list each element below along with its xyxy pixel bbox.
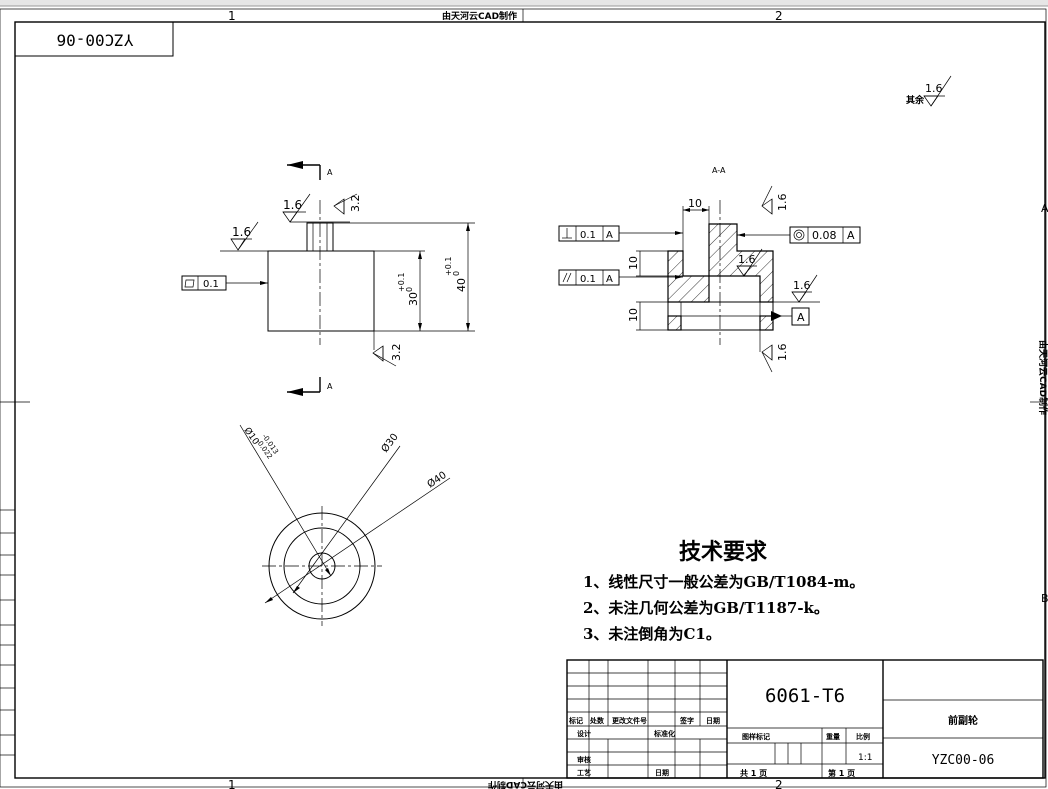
tech-req-2: 2、未注几何公差为GB/T1187-k。 — [583, 599, 829, 617]
watermark-top: 由天河云CAD制作 — [442, 10, 517, 22]
dim-10-left-upper: 10 — [627, 256, 640, 270]
zone-col-2-bottom: 2 — [775, 778, 783, 789]
section-title: A-A — [712, 166, 726, 175]
tb-part-name: 前副轮 — [948, 714, 978, 727]
outer-frame — [0, 8, 1047, 788]
parallelism-icon — [562, 272, 568, 283]
general-roughness: 其余 1.6 — [906, 75, 952, 107]
top-bar — [0, 0, 1048, 6]
general-roughness-label: 其余 — [906, 94, 925, 106]
perpendicularity-frame — [558, 225, 620, 242]
tb-designer: 设计 — [577, 729, 591, 738]
dim-30-tol-lo: 0 — [405, 287, 414, 292]
parallelism-datum: A — [606, 274, 613, 285]
tb-scale: 1:1 — [858, 753, 872, 763]
concentricity-icon — [793, 229, 805, 241]
tb-h-mark: 标记 — [568, 716, 583, 725]
dim-30: 30 — [407, 292, 420, 306]
tech-title: 技术要求 — [679, 539, 767, 565]
roughness-front-top-32: 3.2 — [349, 195, 362, 213]
perpendicularity-value: 0.1 — [580, 230, 596, 241]
tech-req-3: 3、未注倒角为C1。 — [583, 625, 721, 643]
drawing-number-box: YZC00-06 — [14, 21, 174, 57]
roughness-front-left: 1.6 — [232, 225, 251, 239]
dim-10-left-lower: 10 — [627, 308, 640, 322]
zone-col-1-top: 1 — [228, 9, 236, 23]
left-margin-table — [0, 509, 15, 756]
flatness-icon — [184, 279, 195, 288]
section-hatch-left — [667, 250, 710, 303]
parallelism-frame — [558, 269, 620, 286]
watermark-right: 由天河云CAD制作 — [1037, 340, 1048, 415]
technical-requirements: 技术要求 1、线性尺寸一般公差为GB/T1084-m。 2、未注几何公差为GB/… — [583, 539, 864, 643]
perpendicularity-datum: A — [606, 230, 613, 241]
datum-a-label: A — [797, 311, 805, 324]
flatness-value: 0.1 — [203, 279, 219, 290]
dim-10-top: 10 — [688, 197, 702, 210]
tb-standardize: 标准化 — [653, 729, 675, 738]
tb-h-date: 日期 — [706, 716, 720, 725]
tb-total-sheets: 共 1 页 — [740, 768, 767, 778]
section-view: A-A 10 10 10 0.1 A — [558, 166, 861, 373]
roughness-front-top: 1.6 — [283, 198, 302, 212]
tb-stage-label: 图样标记 — [742, 732, 770, 741]
tb-scale-label: 比例 — [856, 732, 870, 741]
parallelism-value: 0.1 — [580, 274, 596, 285]
section-hatch-bottom-left — [667, 315, 682, 331]
tb-weight-label: 重量 — [826, 732, 840, 741]
roughness-section-bottom: 1.6 — [776, 344, 789, 362]
dim-40-tol-up: +0.1 — [444, 257, 453, 276]
tb-h-sign: 签字 — [679, 716, 694, 725]
tb-craft: 工艺 — [577, 768, 591, 777]
concentricity-datum: A — [847, 229, 855, 242]
tb-material: 6061-T6 — [765, 685, 845, 707]
dim-40: 40 — [455, 278, 468, 292]
zone-row-a: A — [1041, 202, 1048, 215]
top-view: Ø10 -0.013 -0.022 Ø30 Ø40 — [239, 424, 451, 626]
datum-a-box — [791, 307, 810, 326]
tb-h-doc: 更改文件号 — [612, 716, 647, 725]
roughness-front-bottom-32: 3.2 — [390, 344, 403, 362]
watermark-bottom: 由天河云CAD制作 — [488, 779, 563, 789]
section-arrow-label-bottom: A — [327, 382, 333, 391]
front-view: A A 1.6 1.6 3.2 3.2 — [181, 161, 475, 396]
tb-reviewer: 审核 — [577, 755, 591, 764]
zone-col-2-top: 2 — [775, 9, 783, 23]
tb-approve: 日期 — [655, 768, 669, 777]
dim-40-tol-lo: 0 — [452, 271, 461, 276]
tb-h-count: 处数 — [589, 716, 605, 725]
inner-frame — [14, 21, 1046, 779]
tb-sheet-no: 第 1 页 — [828, 768, 855, 778]
general-roughness-value: 1.6 — [925, 82, 943, 95]
zone-col-1-bottom: 1 — [228, 778, 236, 789]
dim-phi30: Ø30 — [379, 431, 401, 455]
roughness-section-right: 1.6 — [793, 279, 811, 292]
tb-part-no: YZC00-06 — [932, 753, 995, 768]
title-block: 标记 处数 更改文件号 签字 日期 设计 标准化 审核 工艺 日期 6061-T… — [566, 659, 1044, 779]
section-arrow-label-top: A — [327, 168, 333, 177]
zone-row-b: B — [1041, 592, 1048, 605]
drawing-number-rotated: YZC00-06 — [56, 31, 133, 50]
roughness-section-top: 1.6 — [776, 194, 789, 212]
dim-30-tol-up: +0.1 — [397, 273, 406, 292]
concentricity-value: 0.08 — [812, 229, 837, 242]
tech-req-1: 1、线性尺寸一般公差为GB/T1084-m。 — [583, 573, 864, 591]
roughness-section-inner: 1.6 — [738, 253, 756, 266]
